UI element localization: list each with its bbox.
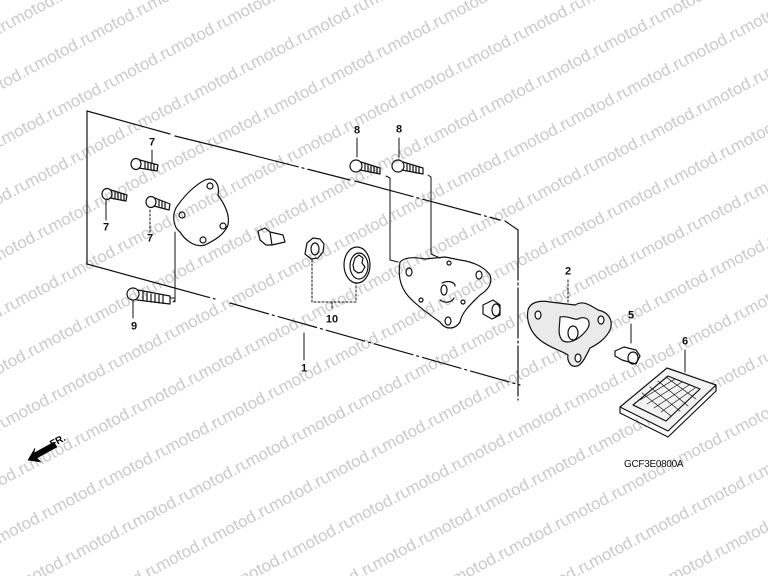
inner-rotor [304, 237, 325, 260]
strainer-screen [619, 349, 717, 438]
callout-8-left: 8 [353, 124, 361, 137]
pump-body [398, 256, 492, 329]
callout-5: 5 [627, 309, 635, 322]
gasket-plate [526, 279, 612, 367]
bolt-7-middle [145, 195, 171, 233]
bolt-9 [126, 287, 176, 319]
dowel-pin [482, 299, 501, 320]
drive-pin [257, 227, 286, 246]
outer-rotor [343, 246, 371, 284]
bolt-8-left [349, 137, 399, 263]
callout-7-left: 7 [102, 221, 110, 234]
drawing-code: GCF3E0800A [624, 459, 684, 470]
callout-7-top: 7 [148, 136, 156, 149]
bolt-7-top [130, 149, 159, 172]
collar [614, 323, 641, 365]
front-direction-arrow [27, 441, 58, 463]
callout-1: 1 [300, 362, 308, 375]
callout-10: 10 [325, 313, 339, 326]
pump-cover [172, 178, 230, 303]
assembly-outline [86, 110, 521, 401]
bolt-8-right [391, 137, 441, 259]
callout-2: 2 [564, 265, 572, 278]
callout-9: 9 [130, 320, 138, 333]
bolt-7-left [101, 187, 128, 221]
callout-7-middle: 7 [146, 232, 154, 245]
callout-6: 6 [681, 335, 689, 348]
callout-8-right: 8 [395, 123, 403, 136]
